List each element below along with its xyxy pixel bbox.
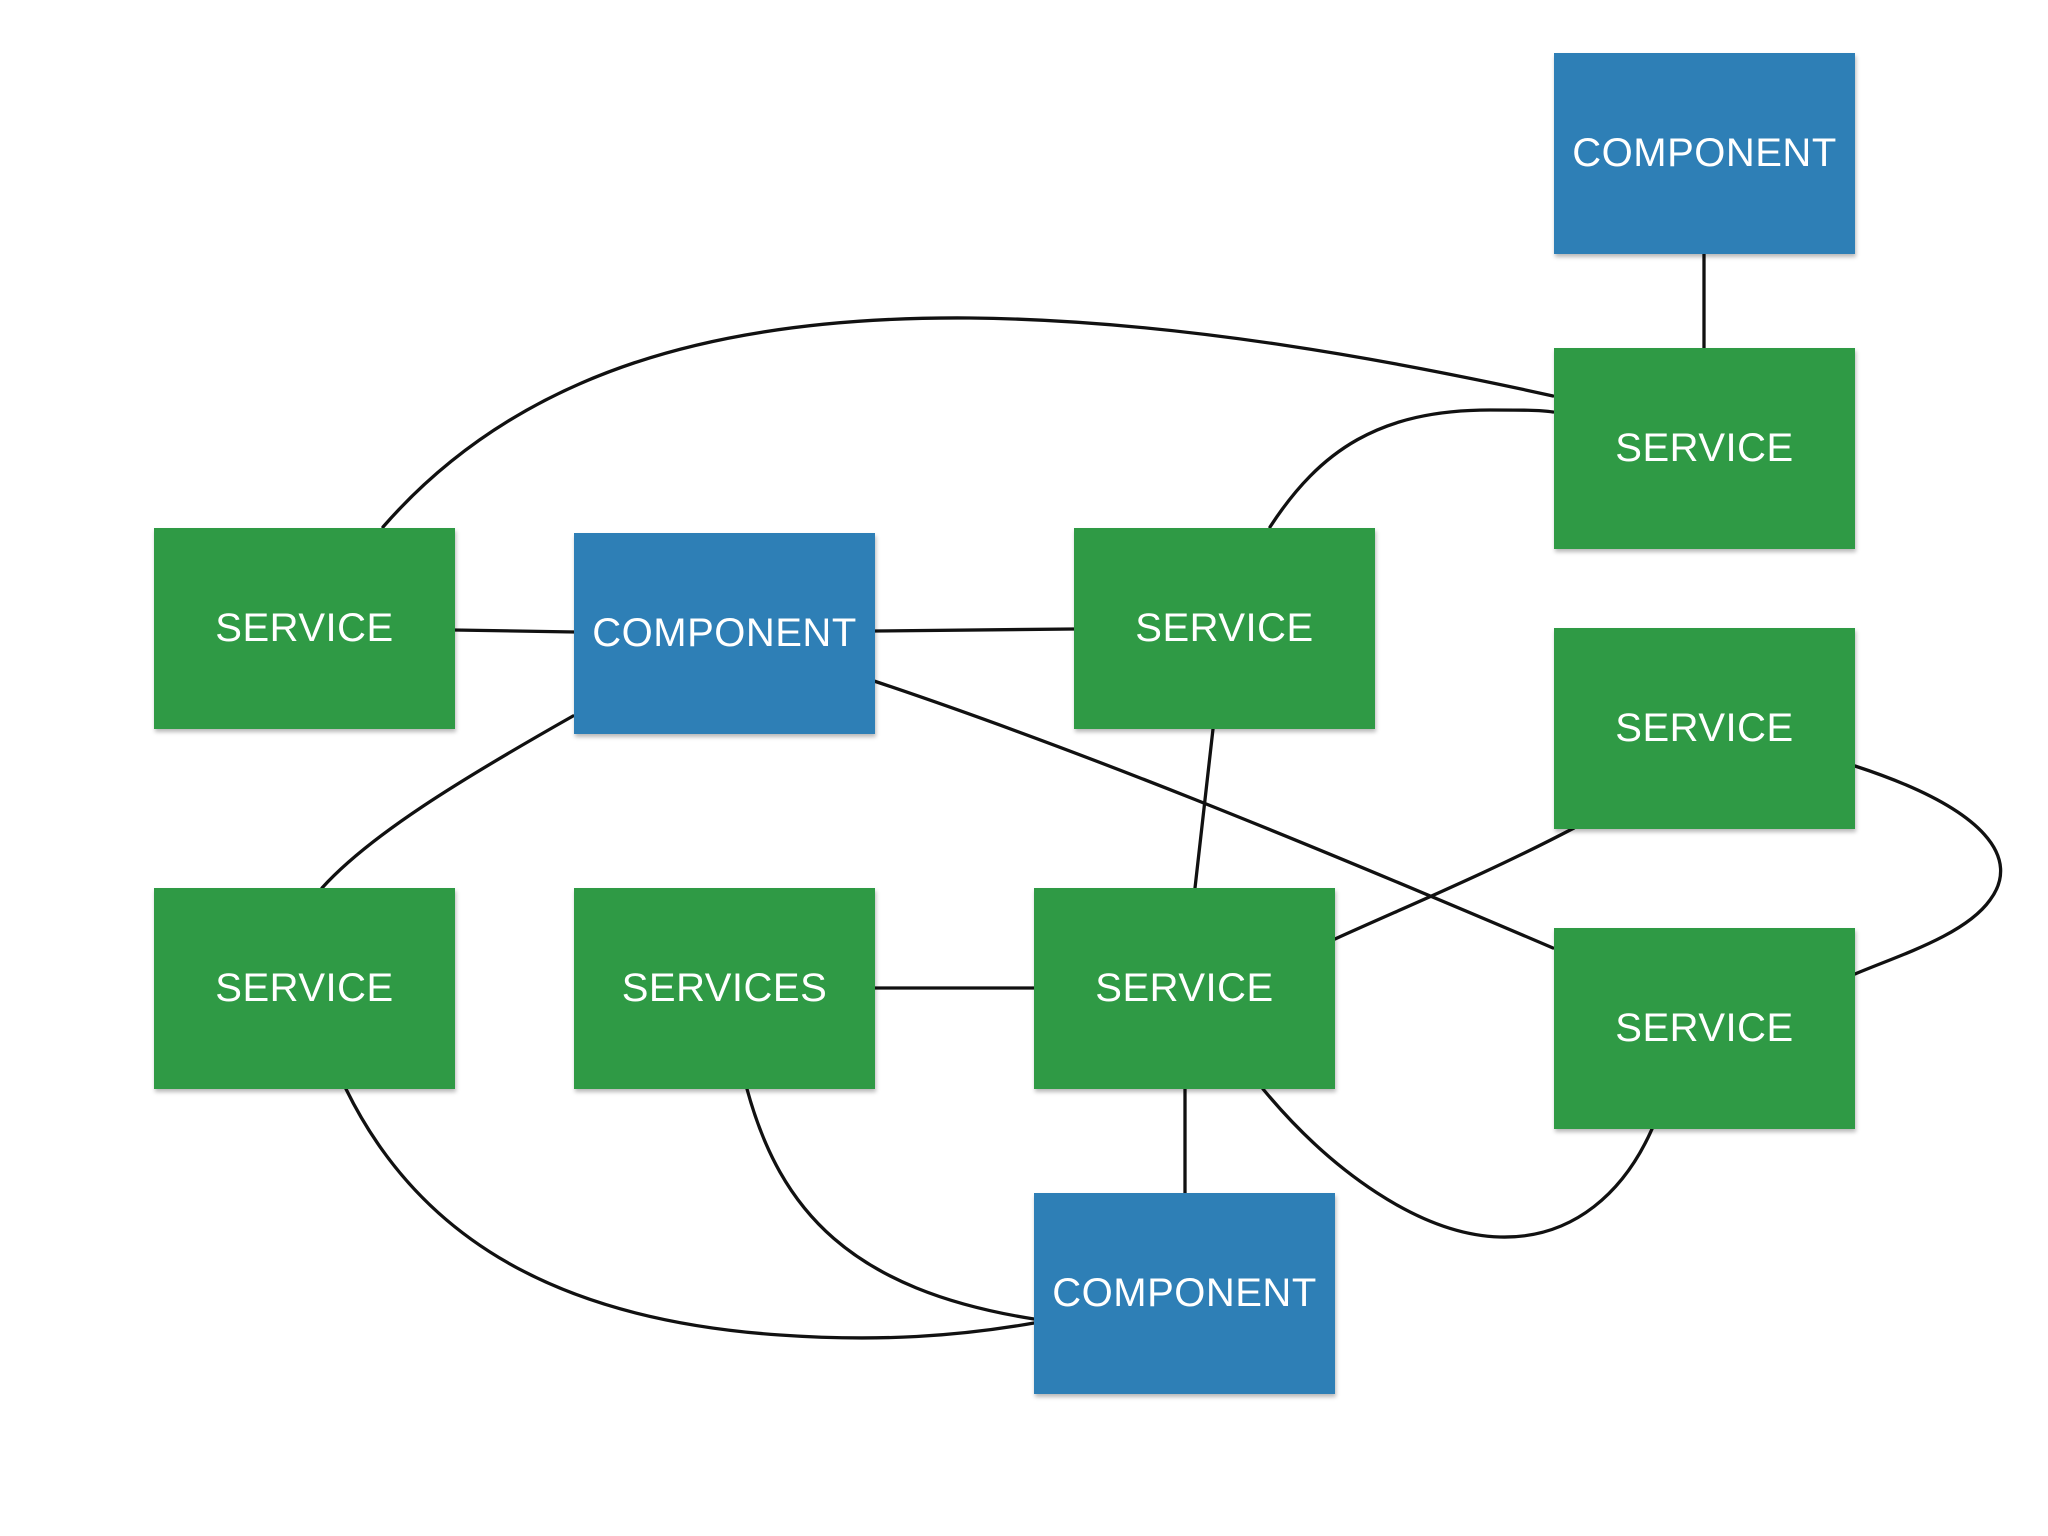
service-left-bottom[interactable]: SERVICE (154, 888, 455, 1089)
edge-services-center-to-component-bottom (745, 1087, 1036, 1321)
edge-component-center-to-service-center-top (872, 627, 1076, 633)
node-label: SERVICE (215, 606, 394, 650)
service-center-top[interactable]: SERVICE (1074, 528, 1375, 729)
service-right-middle[interactable]: SERVICE (1554, 628, 1855, 829)
edge-service-center-top-to-service-right-top (1268, 408, 1555, 529)
node-label: SERVICE (1095, 966, 1274, 1010)
node-label: COMPONENT (592, 611, 857, 655)
node-label: SERVICE (1615, 426, 1794, 470)
edge-service-left-to-component-center (452, 628, 577, 634)
node-label: COMPONENT (1572, 131, 1837, 175)
node-label: SERVICE (215, 966, 394, 1010)
node-label: SERVICE (1615, 706, 1794, 750)
component-top-right[interactable]: COMPONENT (1554, 53, 1855, 254)
edge-service-left-bottom-to-component-bottom (344, 1087, 1036, 1340)
edge-component-center-to-service-right-bottom (872, 679, 1555, 950)
edge-component-center-to-service-left-bottom (320, 714, 575, 890)
service-center-bottom[interactable]: SERVICE (1034, 888, 1335, 1089)
service-left-middle[interactable]: SERVICE (154, 528, 455, 729)
services-center[interactable]: SERVICES (574, 888, 875, 1089)
edge-service-left-to-service-right-top (381, 316, 1555, 529)
node-label: SERVICE (1135, 606, 1314, 650)
edge-service-right-middle-to-service-center-bottom (1333, 826, 1576, 941)
edge-service-right-middle-to-service-right-bottom (1853, 764, 2003, 976)
service-right-bottom[interactable]: SERVICE (1554, 928, 1855, 1129)
service-right-top[interactable]: SERVICE (1554, 348, 1855, 549)
edge-service-center-bottom-to-service-right-bottom (1261, 1087, 1654, 1239)
component-center[interactable]: COMPONENT (574, 533, 875, 734)
edge-service-center-top-to-service-center-bottom (1193, 727, 1215, 890)
node-label: COMPONENT (1052, 1271, 1317, 1315)
node-label: SERVICES (621, 966, 828, 1010)
component-bottom[interactable]: COMPONENT (1034, 1193, 1335, 1394)
node-label: SERVICE (1615, 1006, 1794, 1050)
